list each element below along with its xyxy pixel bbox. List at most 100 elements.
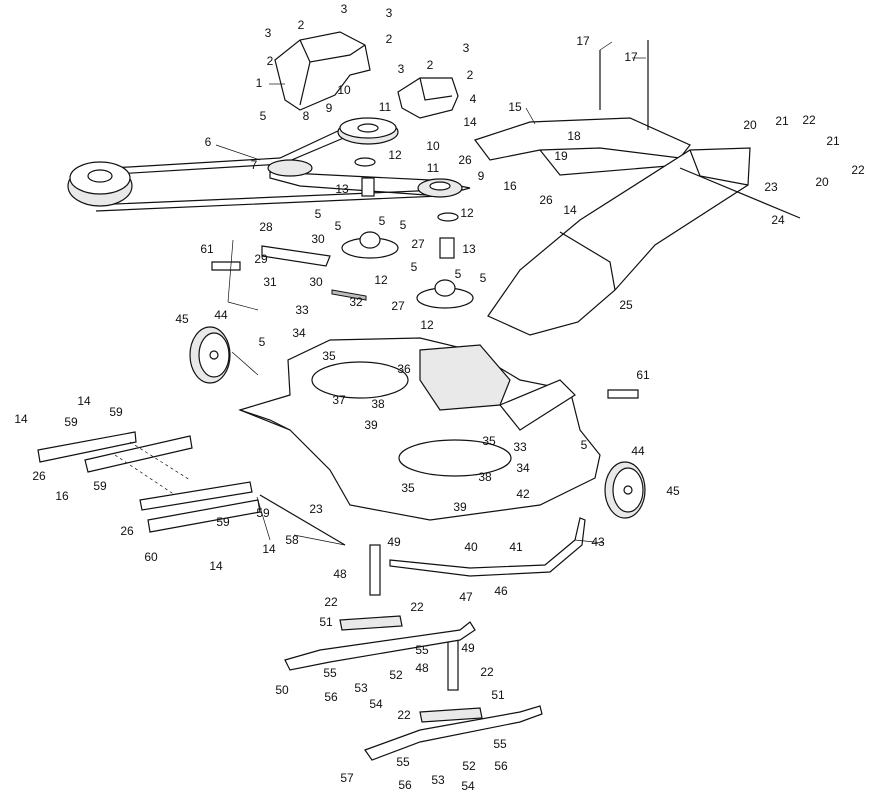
callout-32: 32 [349,295,363,309]
callout-26: 26 [539,193,553,207]
callout-56: 56 [324,690,338,704]
callout-41: 41 [509,540,523,554]
callout-3: 3 [265,26,272,40]
callout-2: 2 [298,18,305,32]
callout-59: 59 [93,479,107,493]
callout-33: 33 [295,303,309,317]
callout-5: 5 [411,260,418,274]
callout-37: 37 [332,393,346,407]
spindle-shaft-49b [447,639,459,691]
callout-35: 35 [401,481,415,495]
callout-17: 17 [624,50,638,64]
spindle-housings [341,231,474,309]
callout-22: 22 [410,600,424,614]
callout-43: 43 [591,535,605,549]
callout-26: 26 [120,524,134,538]
callout-49: 49 [387,535,401,549]
deck-wheel-left [189,326,231,384]
callout-27: 27 [391,299,405,313]
callout-55: 55 [323,666,337,680]
deck-wheel-right [604,461,646,519]
callout-7: 7 [251,158,258,172]
callout-24: 24 [771,213,785,227]
callout-9: 9 [478,169,485,183]
callout-55: 55 [415,643,429,657]
callout-34: 34 [292,326,306,340]
callout-3: 3 [398,62,405,76]
callout-14: 14 [209,559,223,573]
callout-25: 25 [619,298,633,312]
callout-50: 50 [275,683,289,697]
deck-belt-pulleys [267,117,471,259]
bracket-plate-29 [261,245,331,267]
callout-42: 42 [516,487,530,501]
callout-51: 51 [319,615,333,629]
callout-30: 30 [309,275,323,289]
callout-39: 39 [364,418,378,432]
callout-48: 48 [333,567,347,581]
callout-5: 5 [315,207,322,221]
callout-13: 13 [335,182,349,196]
callout-28: 28 [259,220,273,234]
callout-10: 10 [337,83,351,97]
belt-cover-left [274,31,371,111]
callout-45: 45 [175,312,189,326]
callout-11: 11 [379,100,392,114]
callout-1: 1 [256,76,263,90]
callout-12: 12 [420,318,434,332]
callout-14: 14 [563,203,577,217]
callout-20: 20 [743,118,757,132]
blade-57 [364,705,543,761]
callout-17: 17 [576,34,590,48]
callout-39: 39 [453,500,467,514]
callout-14: 14 [262,542,276,556]
callout-59: 59 [216,515,230,529]
decal-61 [211,261,639,399]
callout-3: 3 [386,6,393,20]
callout-31: 31 [263,275,277,289]
spindle-shaft-49a [369,544,381,596]
callout-14: 14 [463,115,477,129]
callout-53: 53 [431,773,445,787]
callout-55: 55 [493,737,507,751]
callout-6: 6 [205,135,212,149]
callout-5: 5 [260,109,267,123]
callout-3: 3 [463,41,470,55]
rod-58 [259,494,346,546]
callout-56: 56 [494,759,508,773]
callout-51: 51 [491,688,505,702]
callout-59: 59 [64,415,78,429]
belt-cover-right [397,77,459,119]
callout-34: 34 [516,461,530,475]
callout-14: 14 [77,394,91,408]
callout-36: 36 [397,362,411,376]
callout-33: 33 [513,440,527,454]
callout-23: 23 [764,180,778,194]
chute-mount-frame [474,40,691,176]
callout-9: 9 [326,101,333,115]
callout-14: 14 [14,412,28,426]
callout-48: 48 [415,661,429,675]
callout-59: 59 [256,506,270,520]
callout-5: 5 [400,218,407,232]
callout-2: 2 [386,32,393,46]
callout-10: 10 [426,139,440,153]
callout-61: 61 [200,242,214,256]
callout-35: 35 [322,349,336,363]
callout-40: 40 [464,540,478,554]
callout-5: 5 [480,271,487,285]
callout-23: 23 [309,502,323,516]
callout-53: 53 [354,681,368,695]
callout-5: 5 [259,335,266,349]
bracket-plate-32 [331,289,367,301]
chute-rod [679,167,801,219]
callout-30: 30 [311,232,325,246]
callout-52: 52 [389,668,403,682]
callout-57: 57 [340,771,354,785]
engine-pulley [67,161,133,207]
callout-12: 12 [374,273,388,287]
callout-2: 2 [267,54,274,68]
mower-deck [238,337,601,521]
callout-15: 15 [508,100,522,114]
